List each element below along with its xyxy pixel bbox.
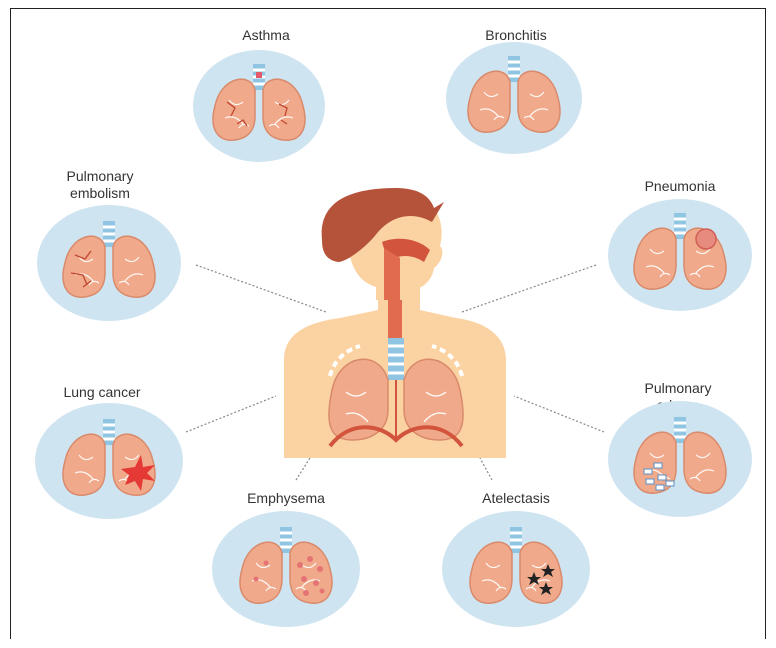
central-figure bbox=[284, 188, 506, 458]
circle-atelectasis bbox=[442, 511, 590, 627]
circle-emphysema bbox=[212, 511, 360, 627]
circle-asthma bbox=[193, 50, 325, 162]
circle-pulmonary-edema bbox=[608, 401, 752, 517]
circle-bronchitis bbox=[446, 42, 582, 154]
circle-pulmonary-embolism bbox=[37, 205, 181, 321]
circle-lung-cancer bbox=[35, 403, 183, 519]
circle-pneumonia bbox=[608, 199, 752, 311]
